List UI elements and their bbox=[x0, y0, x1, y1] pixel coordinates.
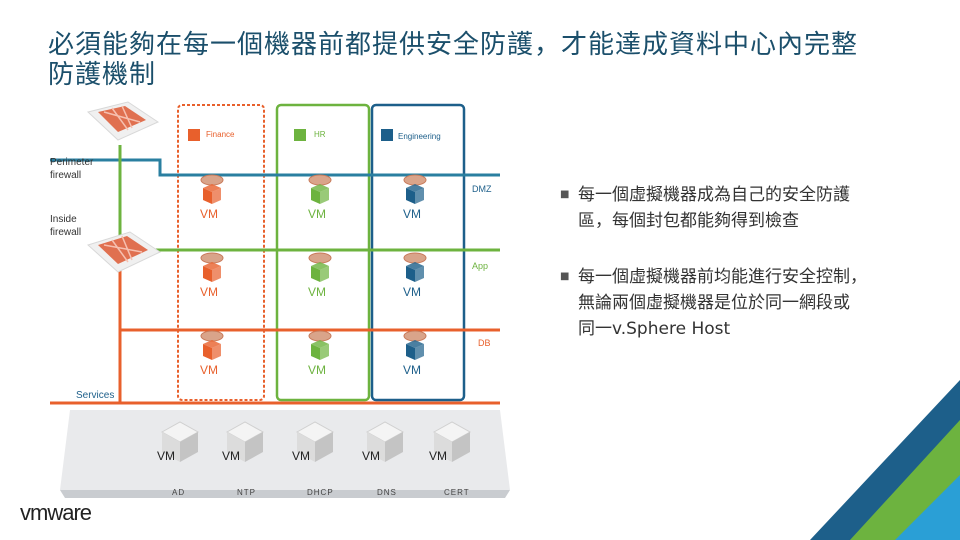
service-vm-icon: VM AD bbox=[157, 421, 200, 497]
vmware-logo: vmware bbox=[20, 500, 92, 525]
slide-title-line-2: 防護機制 bbox=[48, 60, 157, 90]
vm-label: VM bbox=[403, 363, 421, 377]
engineering-legend-swatch bbox=[381, 129, 393, 141]
vm-label: VM bbox=[200, 363, 218, 377]
engineering-group-box bbox=[370, 103, 466, 402]
bullet-text: 無論兩個虛擬機器是位於同一網段或 bbox=[578, 293, 850, 313]
bullet-marker-icon: ■ bbox=[560, 271, 570, 282]
dmz-zone-label: DMZ bbox=[472, 184, 492, 194]
vm-icon: VM bbox=[200, 174, 224, 221]
perimeter-firewall-label-2: firewall bbox=[50, 170, 81, 181]
app-zone-label: App bbox=[472, 261, 488, 271]
service-vm-label: VM bbox=[292, 449, 310, 463]
bullet-text: 同一v.Sphere Host bbox=[578, 319, 731, 339]
slide-title-line-1: 必須能夠在每一個機器前都提供安全防護，才能達成資料中心內完整 bbox=[48, 30, 859, 60]
vm-label: VM bbox=[403, 285, 421, 299]
vm-label: VM bbox=[308, 285, 326, 299]
hr-legend-swatch bbox=[294, 129, 306, 141]
inside-firewall-label: Inside bbox=[50, 214, 77, 225]
inside-firewall-label-2: firewall bbox=[50, 227, 81, 238]
service-name-label: DNS bbox=[377, 488, 397, 497]
finance-label: Finance bbox=[206, 130, 235, 139]
service-vms: VM AD VM NTP VM DHCP VM DNS VM CERT bbox=[157, 421, 472, 497]
service-vm-label: VM bbox=[157, 449, 175, 463]
service-name-label: NTP bbox=[237, 488, 256, 497]
bullet-list: ■ 每一個虛擬機器成為自己的安全防護 區，每個封包都能夠得到檢查 ■ 每一個虛擬… bbox=[560, 182, 940, 372]
service-name-label: DHCP bbox=[307, 488, 334, 497]
bullet-marker-icon: ■ bbox=[560, 189, 570, 200]
hr-label: HR bbox=[314, 130, 326, 139]
service-vm-icon: VM NTP bbox=[222, 421, 265, 497]
vm-icon: VM bbox=[403, 252, 427, 299]
vm-icon: VM bbox=[403, 330, 427, 377]
bullet-item: ■ 每一個虛擬機器成為自己的安全防護 區，每個封包都能夠得到檢查 bbox=[560, 182, 940, 234]
service-vm-icon: VM CERT bbox=[429, 421, 472, 497]
service-vm-label: VM bbox=[222, 449, 240, 463]
engineering-label: Engineering bbox=[398, 132, 441, 141]
slide-title: 必須能夠在每一個機器前都提供安全防護，才能達成資料中心內完整 防護機制 bbox=[48, 30, 928, 90]
vm-label: VM bbox=[308, 363, 326, 377]
vm-icon: VM bbox=[308, 174, 332, 221]
service-vm-label: VM bbox=[362, 449, 380, 463]
corner-decoration bbox=[810, 380, 960, 540]
vm-label: VM bbox=[200, 207, 218, 221]
inside-firewall-icon bbox=[87, 231, 162, 273]
vm-icon: VM bbox=[308, 330, 332, 377]
bullet-item: ■ 每一個虛擬機器前均能進行安全控制， 無論兩個虛擬機器是位於同一網段或 同一v… bbox=[560, 264, 940, 342]
vm-label: VM bbox=[403, 207, 421, 221]
service-vm-label: VM bbox=[429, 449, 447, 463]
service-name-label: CERT bbox=[444, 488, 470, 497]
vm-icon: VM bbox=[200, 330, 224, 377]
vm-label: VM bbox=[308, 207, 326, 221]
finance-legend-swatch bbox=[188, 129, 200, 141]
dmz-line bbox=[50, 158, 500, 177]
bullet-text: 每一個虛擬機器前均能進行安全控制， bbox=[578, 267, 867, 287]
service-vm-icon: VM DNS bbox=[362, 421, 405, 497]
service-vm-icon: VM DHCP bbox=[292, 421, 335, 497]
vm-icon: VM bbox=[403, 174, 427, 221]
vm-icon: VM bbox=[200, 252, 224, 299]
bullet-text: 區，每個封包都能夠得到檢查 bbox=[578, 211, 799, 231]
perimeter-firewall-icon bbox=[86, 101, 160, 141]
hr-group-box bbox=[275, 103, 371, 402]
service-name-label: AD bbox=[172, 488, 185, 497]
services-zone-label: Services bbox=[76, 390, 114, 401]
vm-icon: VM bbox=[308, 252, 332, 299]
vm-grid: VM VM VM VM VM VM VM VM VM bbox=[200, 174, 427, 377]
db-zone-label: DB bbox=[478, 338, 491, 348]
vm-label: VM bbox=[200, 285, 218, 299]
finance-group-box bbox=[177, 104, 265, 401]
bullet-text: 每一個虛擬機器成為自己的安全防護 bbox=[578, 185, 850, 205]
perimeter-firewall-label: Perimeter bbox=[50, 157, 94, 168]
